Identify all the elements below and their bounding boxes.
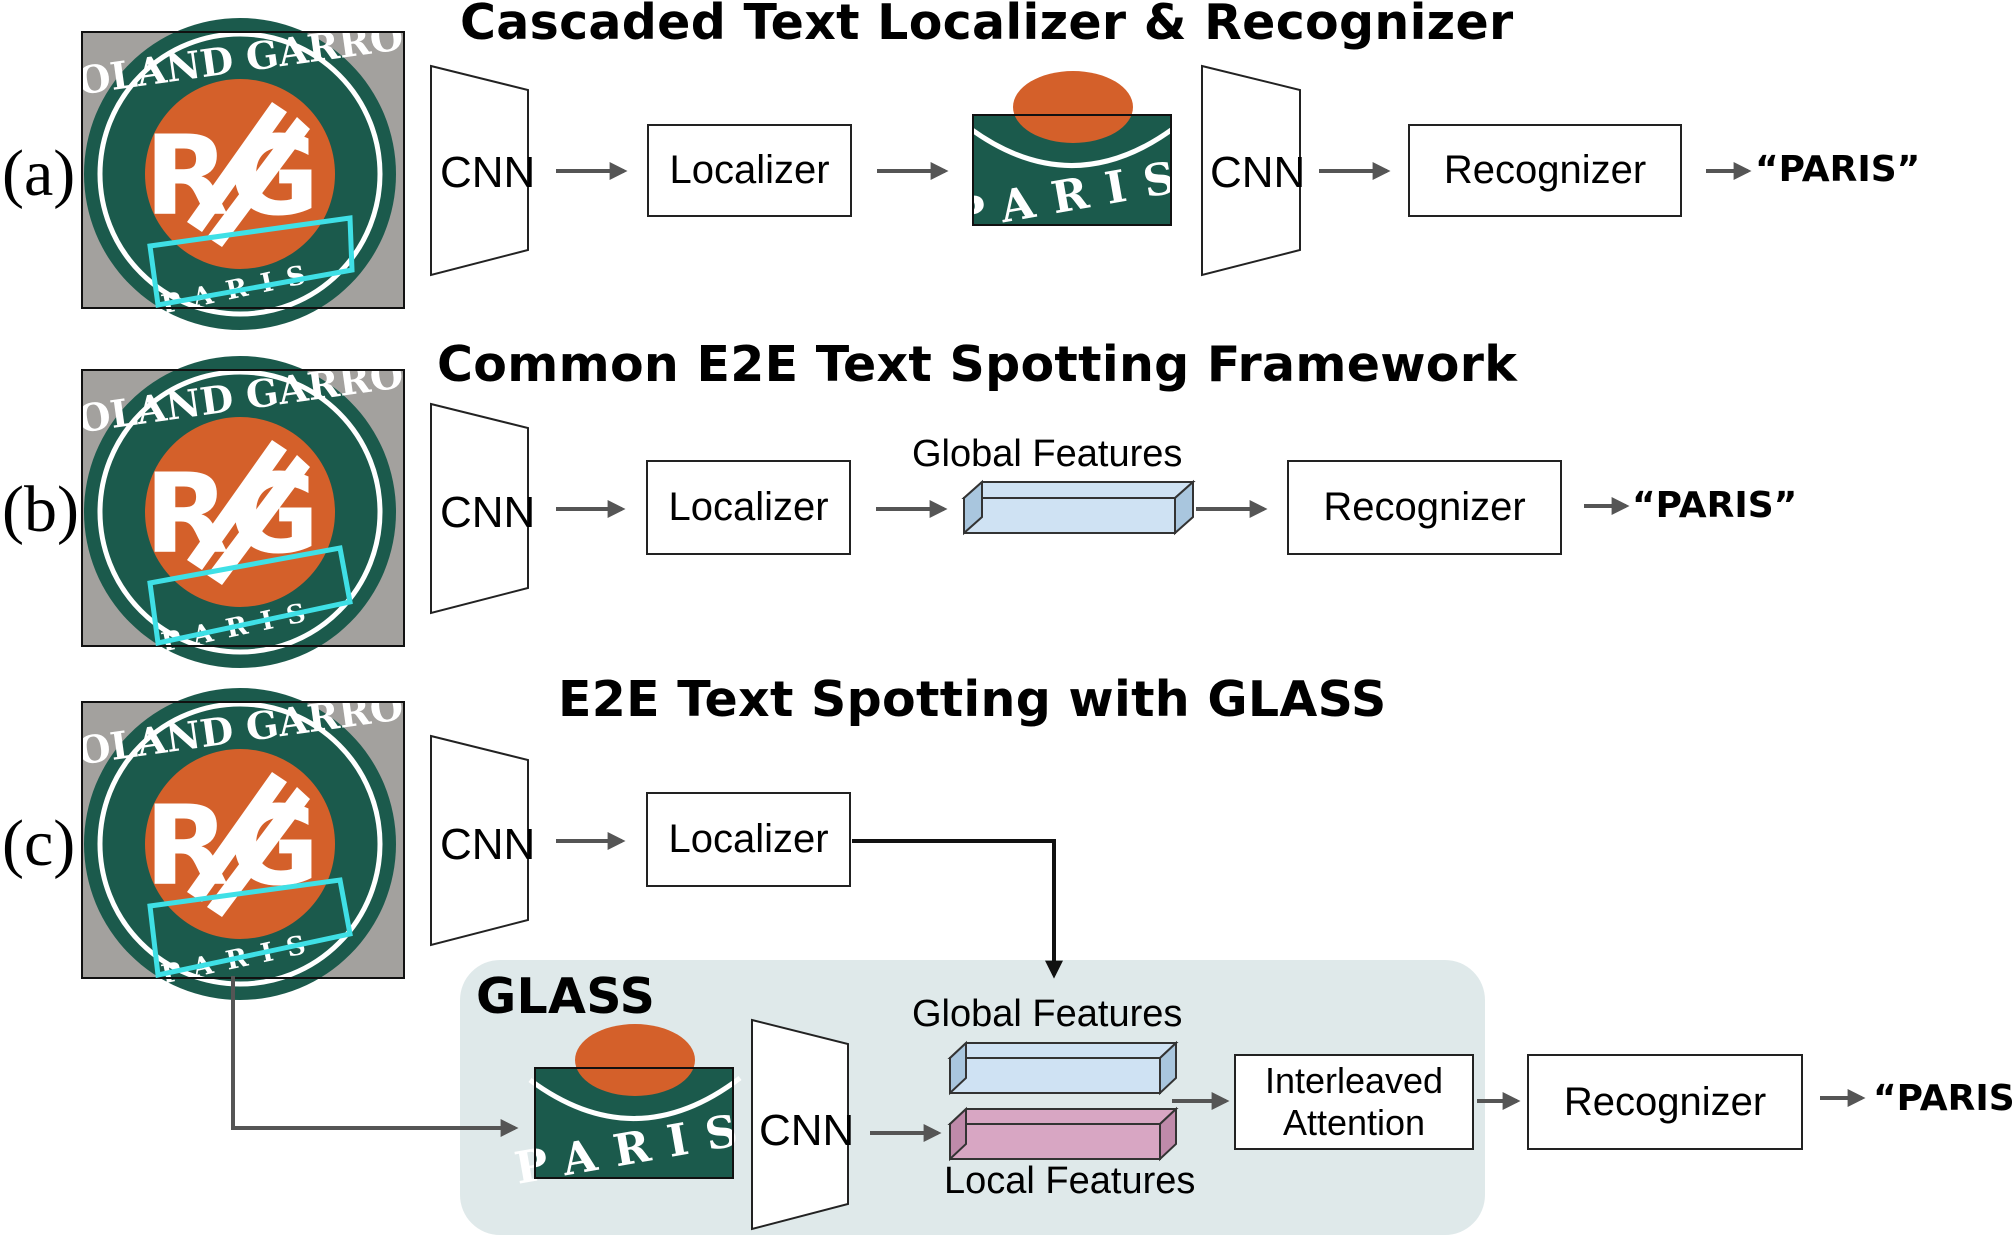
interleaved-attention-box: Interleaved Attention bbox=[1234, 1054, 1474, 1150]
cnn-trapezoid-c2 bbox=[751, 1018, 849, 1231]
panel-c-title: E2E Text Spotting with GLASS bbox=[558, 671, 1387, 728]
cnn-label-b: CNN bbox=[440, 488, 536, 537]
local-features-label: Local Features bbox=[944, 1160, 1196, 1202]
cnn-label-c1: CNN bbox=[440, 820, 536, 869]
arrow-crop-to-glass bbox=[231, 976, 519, 1137]
localizer-box-b: Localizer bbox=[646, 460, 851, 555]
panel-a-title: Cascaded Text Localizer & Recognizer bbox=[460, 0, 1514, 51]
global-features-label-b: Global Features bbox=[912, 433, 1183, 475]
panel-b-title: Common E2E Text Spotting Framework bbox=[437, 336, 1518, 393]
output-text-b: “PARIS” bbox=[1632, 485, 1798, 526]
recognizer-box-c: Recognizer bbox=[1527, 1054, 1803, 1150]
cnn-trapezoid-a2 bbox=[1201, 64, 1301, 277]
text-region-box-c bbox=[147, 877, 353, 979]
text-region-box-b bbox=[147, 545, 353, 647]
global-features-label-c: Global Features bbox=[912, 993, 1183, 1035]
localizer-box-c: Localizer bbox=[646, 792, 851, 887]
panel-a-label: (a) bbox=[2, 137, 76, 210]
cnn-label-c2: CNN bbox=[759, 1106, 855, 1155]
glass-label: GLASS bbox=[476, 968, 656, 1025]
global-features-block-b bbox=[961, 479, 1196, 536]
cnn-trapezoid-a1 bbox=[430, 64, 529, 277]
cnn-label-a2: CNN bbox=[1210, 148, 1306, 197]
panel-c-label: (c) bbox=[2, 807, 76, 880]
cnn-label-a1: CNN bbox=[440, 148, 536, 197]
panel-b-label: (b) bbox=[2, 473, 79, 546]
cnn-trapezoid-c1 bbox=[430, 734, 529, 947]
recognizer-box-a: Recognizer bbox=[1408, 124, 1682, 217]
localizer-box-a: Localizer bbox=[647, 124, 852, 217]
output-text-a: “PARIS” bbox=[1755, 149, 1921, 190]
recognizer-box-b: Recognizer bbox=[1287, 460, 1562, 555]
cnn-trapezoid-b bbox=[430, 402, 529, 615]
text-region-box-a bbox=[147, 215, 355, 308]
local-features-block bbox=[947, 1106, 1179, 1162]
arrow-localizer-to-glass bbox=[852, 839, 1063, 979]
global-features-block-c bbox=[947, 1040, 1179, 1096]
output-text-c: “PARIS” bbox=[1873, 1078, 2016, 1119]
